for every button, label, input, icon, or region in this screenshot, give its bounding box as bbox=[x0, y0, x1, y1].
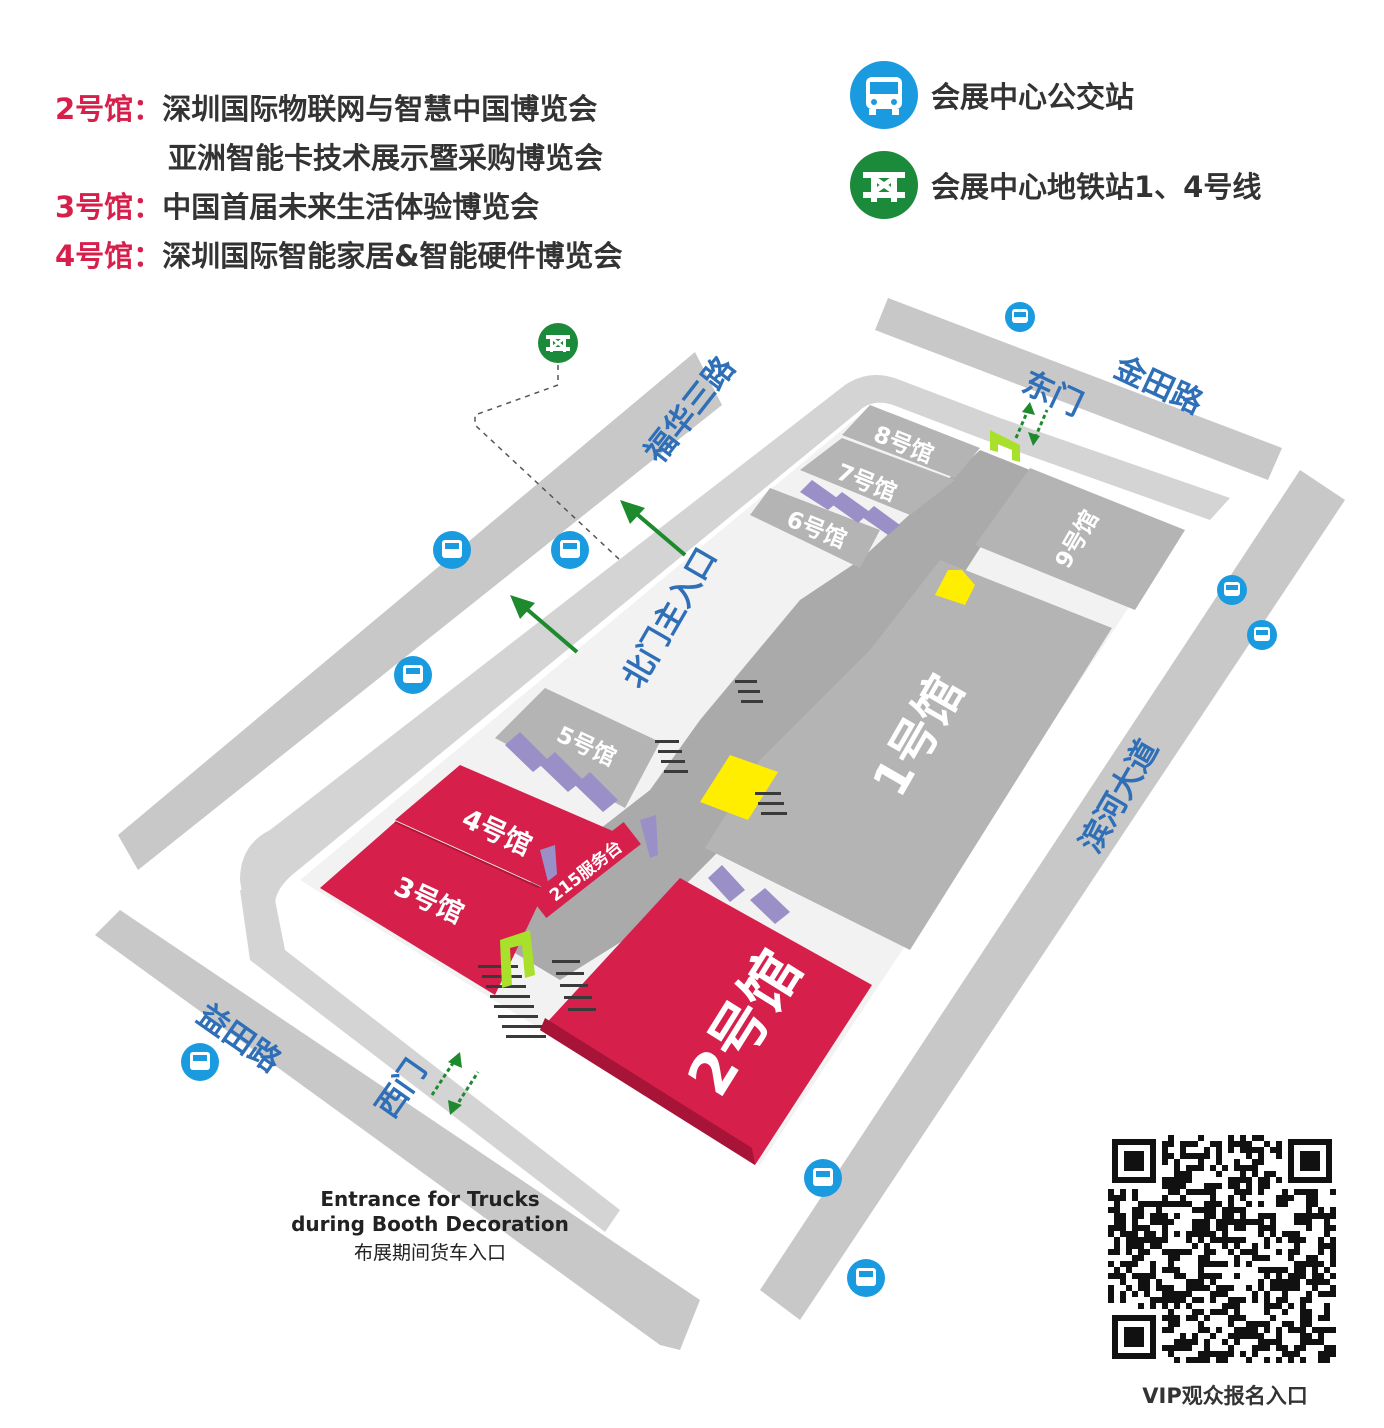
legend-hall-name: 4号馆： bbox=[55, 239, 163, 273]
hall-4 bbox=[395, 765, 615, 888]
metro-walk-path bbox=[474, 365, 621, 561]
bus-icon bbox=[433, 531, 471, 569]
bus-icon bbox=[1247, 620, 1277, 650]
hall-6 bbox=[750, 488, 880, 568]
bus-icon bbox=[551, 531, 589, 569]
yellow-zone-north bbox=[935, 570, 975, 605]
truck-entrance-line1: Entrance for Trucks bbox=[320, 1187, 540, 1211]
legend-line-hall2-second: 亚洲智能卡技术展示暨采购博览会 bbox=[168, 135, 603, 177]
legend-exhibition: 亚洲智能卡技术展示暨采购博览会 bbox=[168, 141, 604, 175]
bus-icon bbox=[1217, 575, 1247, 605]
truck-entrance-line2: during Booth Decoration bbox=[291, 1212, 569, 1236]
connector-bridges bbox=[505, 480, 900, 924]
legend-hall-name: 3号馆： bbox=[55, 190, 163, 224]
hall-7 bbox=[800, 438, 955, 515]
hall-2 bbox=[540, 878, 872, 1165]
bus-icon bbox=[1005, 302, 1035, 332]
bus-icon bbox=[181, 1043, 219, 1081]
bus-stops bbox=[181, 302, 1277, 1297]
hall-8 bbox=[842, 405, 980, 478]
metro-icon bbox=[850, 151, 918, 219]
yellow-zone-south bbox=[700, 755, 778, 820]
legend-line-hall2: 2号馆：深圳国际物联网与智慧中国博览会 bbox=[55, 86, 597, 128]
road-fuhua-3rd bbox=[118, 352, 722, 870]
truck-entrance-line3: 布展期间货车入口 bbox=[353, 1242, 506, 1264]
hall-9 bbox=[975, 468, 1185, 610]
west-gate-arrows bbox=[430, 1052, 480, 1115]
road-binhe bbox=[760, 470, 1345, 1320]
legend-exhibition: 深圳国际智能家居&智能硬件博览会 bbox=[162, 239, 623, 273]
transit-legend-bus: 会展中心公交站 bbox=[849, 60, 1134, 130]
road-yitian bbox=[95, 910, 700, 1350]
west-gate-arch bbox=[500, 930, 535, 988]
legend-hall-name: 2号馆： bbox=[55, 92, 163, 126]
legend-line-hall4: 4号馆：深圳国际智能家居&智能硬件博览会 bbox=[55, 233, 622, 275]
east-gate-arrows bbox=[1014, 402, 1049, 446]
inner-loop-road-west bbox=[240, 890, 620, 1232]
inner-loop-road bbox=[240, 375, 1230, 945]
east-gate-arch bbox=[990, 430, 1020, 462]
bus-icon bbox=[847, 1259, 885, 1297]
hall-2-side bbox=[540, 1018, 755, 1165]
bus-icon bbox=[804, 1159, 842, 1197]
road-jintian bbox=[875, 298, 1282, 480]
legend-exhibition: 中国首届未来生活体验博览会 bbox=[162, 190, 540, 224]
north-gate-arch-2 bbox=[640, 815, 658, 858]
hall-5 bbox=[495, 688, 660, 808]
hall-1 bbox=[705, 560, 1112, 950]
qr-code bbox=[1108, 1135, 1336, 1363]
hall-3-4-divider bbox=[394, 821, 546, 891]
north-gate-arrows bbox=[510, 500, 687, 654]
legend-line-hall3: 3号馆：中国首届未来生活体验博览会 bbox=[55, 184, 539, 226]
qr-caption: VIP观众报名入口 bbox=[1142, 1384, 1308, 1408]
bus-icon bbox=[850, 61, 918, 129]
legend-exhibition: 深圳国际物联网与智慧中国博览会 bbox=[162, 92, 598, 126]
metro-icon bbox=[538, 323, 578, 363]
metro-station-label: 会展中心地铁站1、4号线 bbox=[931, 170, 1262, 204]
bus-icon bbox=[394, 656, 432, 694]
bus-station-label: 会展中心公交站 bbox=[931, 80, 1135, 114]
transit-legend-metro: 会展中心地铁站1、4号线 bbox=[849, 150, 1261, 220]
